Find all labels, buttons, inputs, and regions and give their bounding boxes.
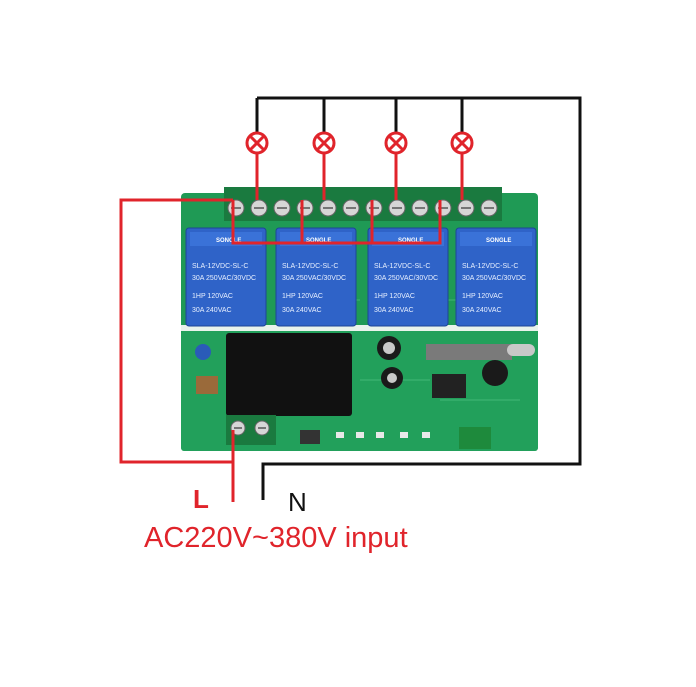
live-wiring: [119, 151, 464, 502]
control-section: [195, 333, 535, 449]
relay-model: SLA-12VDC-SL-C: [462, 263, 518, 270]
relay-rating-3: 30A 240VAC: [374, 307, 414, 314]
relay-brand: SONGLE: [398, 238, 423, 244]
lamp-cross-icon: [450, 131, 474, 155]
relay-brand: SONGLE: [216, 238, 241, 244]
relay: SONGLE SLA-12VDC-SL-C 30A 250VAC/30VDC 1HP …: [367, 227, 449, 327]
live-label: L: [193, 484, 209, 514]
relay-rating-2: 1HP 120VAC: [374, 293, 415, 300]
screw-terminal-icon: [388, 199, 406, 217]
crystal: [507, 344, 535, 356]
signal-terminal: [459, 427, 491, 449]
lamp-group: [245, 131, 474, 155]
relay-rating-1: 30A 250VAC/30VDC: [192, 275, 256, 282]
relay-rating-1: 30A 250VAC/30VDC: [374, 275, 438, 282]
fuse: [196, 376, 218, 394]
relay-rating-2: 1HP 120VAC: [282, 293, 323, 300]
relay-rating-3: 30A 240VAC: [282, 307, 322, 314]
relay-rating-1: 30A 250VAC/30VDC: [462, 275, 526, 282]
output-terminal-block: [224, 187, 502, 221]
relay-model: SLA-12VDC-SL-C: [192, 263, 248, 270]
screw-terminal-icon: [434, 199, 452, 217]
screw-terminal-icon: [411, 199, 429, 217]
relay-rating-1: 30A 250VAC/30VDC: [282, 275, 346, 282]
relay-model: SLA-12VDC-SL-C: [282, 263, 338, 270]
neutral-label: N: [288, 487, 307, 517]
screw-terminal-icon: [296, 199, 314, 217]
relay-group: SONGLE SLA-12VDC-SL-C 30A 250VAC/30VDC 1HP …: [185, 227, 537, 327]
screw-terminal-icon: [457, 199, 475, 217]
varistor: [195, 344, 211, 360]
screw-terminal-icon: [227, 199, 245, 217]
lamp-cross-icon: [312, 131, 336, 155]
relay: SONGLE SLA-12VDC-SL-C 30A 250VAC/30VDC 1HP …: [185, 227, 267, 327]
screw-terminal-icon: [480, 199, 498, 217]
relay-rating-3: 30A 240VAC: [192, 307, 232, 314]
screw-terminal-icon: [250, 199, 268, 217]
power-module: [226, 333, 352, 416]
pairing-button[interactable]: [300, 430, 320, 444]
input-voltage-label: AC220V~380V input: [144, 522, 408, 554]
lamp-cross-icon: [245, 131, 269, 155]
relay-brand: SONGLE: [306, 238, 331, 244]
relay-rating-2: 1HP 120VAC: [462, 293, 503, 300]
relay: SONGLE SLA-12VDC-SL-C 30A 250VAC/30VDC 1HP …: [275, 227, 357, 327]
buzzer: [482, 360, 508, 386]
relay-rating-2: 1HP 120VAC: [192, 293, 233, 300]
lamp-cross-icon: [384, 131, 408, 155]
screw-terminal-icon: [273, 199, 291, 217]
screw-terminal-icon: [342, 199, 360, 217]
neutral-wiring: [255, 96, 582, 500]
relay-rating-3: 30A 240VAC: [462, 307, 502, 314]
rf-module: [426, 344, 512, 360]
mcu-chip: [432, 374, 466, 398]
relay: SONGLE SLA-12VDC-SL-C 30A 250VAC/30VDC 1HP …: [455, 227, 537, 327]
screw-terminal-icon: [365, 199, 383, 217]
screw-terminal-icon: [319, 199, 337, 217]
relay-model: SLA-12VDC-SL-C: [374, 263, 430, 270]
screw-terminal-icon: [254, 420, 270, 436]
relay-brand: SONGLE: [486, 238, 511, 244]
